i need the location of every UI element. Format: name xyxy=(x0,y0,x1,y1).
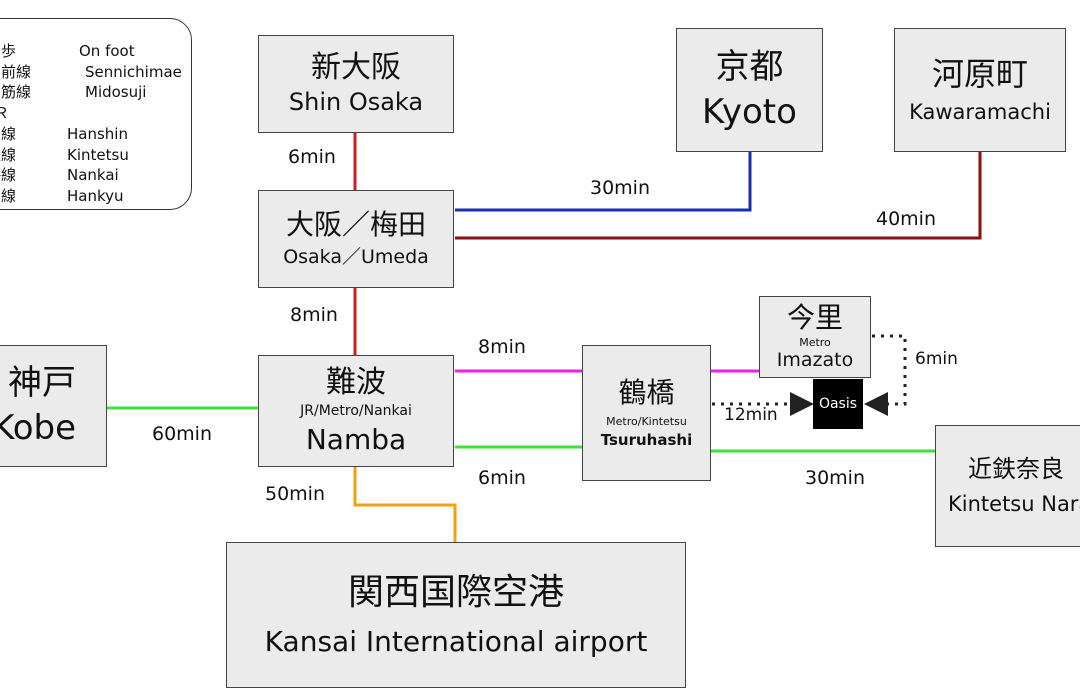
legend-jp: 阪急線 xyxy=(0,187,17,205)
time-tsuruhashi-oasis: 12min xyxy=(724,405,778,425)
time-kobe-namba: 60min xyxy=(152,423,213,445)
station-name-en: Osaka／Umeda xyxy=(283,246,429,269)
station-name-en: Kansai International airport xyxy=(264,624,648,658)
station-name-jp: 今里 xyxy=(786,301,843,335)
station-lines: JR/Metro/Nankai xyxy=(300,403,412,420)
station-name-jp: 河原町 xyxy=(931,54,1028,93)
time-namba-tsuruhashi-kintetsu: 6min xyxy=(478,467,526,489)
station-kobe: 神戸 Kobe xyxy=(0,345,107,467)
station-name-en: Kobe xyxy=(0,408,76,448)
station-name-en: Namba xyxy=(305,423,407,457)
station-name-en: Kyoto xyxy=(702,92,797,132)
legend-en: Sennichimae xyxy=(85,63,182,81)
time-namba-tsuruhashi-metro: 8min xyxy=(478,336,526,358)
legend-jp: 阪神線 xyxy=(0,125,17,143)
legend-jp: 南海線 xyxy=(0,166,17,184)
line-umeda-kyoto xyxy=(455,151,752,212)
station-name-en: Kintetsu Nara xyxy=(948,491,1080,516)
station-name-jp: 京都 xyxy=(715,46,784,87)
station-umeda: 大阪／梅田 Osaka／Umeda xyxy=(258,190,454,288)
station-lines: Metro/Kintetsu xyxy=(606,414,687,428)
station-name-en: Tsuruhashi xyxy=(600,431,693,450)
time-umeda-kawaramachi: 40min xyxy=(876,208,937,230)
time-umeda-namba: 8min xyxy=(290,304,338,326)
legend-en: On foot xyxy=(79,42,135,60)
station-name-en: Imazato xyxy=(776,348,854,371)
station-namba: 難波 JR/Metro/Nankai Namba xyxy=(258,355,454,467)
time-shin-osaka-umeda: 6min xyxy=(288,146,336,168)
station-name-en: Shin Osaka xyxy=(288,88,424,117)
oasis-marker: Oasis xyxy=(813,379,863,429)
station-kansai-airport: 関西国際空港 Kansai International airport xyxy=(226,542,686,688)
legend: 徒 歩 On foot 千日前線 Sennichimae 御堂筋線 Midosu… xyxy=(0,18,192,210)
legend-jp: 千日前線 xyxy=(0,63,32,81)
legend-jp: ＪＲ xyxy=(0,104,10,122)
station-name-jp: 大阪／梅田 xyxy=(285,207,426,241)
station-lines: Metro xyxy=(799,335,831,349)
line-umeda-kawaramachi xyxy=(455,151,982,240)
legend-en: Hanshin xyxy=(67,125,128,143)
station-name-jp: 鶴橋 xyxy=(618,375,675,409)
walk-imazato-oasis xyxy=(864,334,907,416)
legend-en: Kintetsu xyxy=(67,146,129,164)
station-tsuruhashi: 鶴橋 Metro/Kintetsu Tsuruhashi xyxy=(582,345,711,481)
station-name-jp: 神戸 xyxy=(8,362,76,403)
time-umeda-kyoto: 30min xyxy=(590,177,651,199)
station-name-en: Kawaramachi xyxy=(909,100,1051,125)
line-namba-kansai xyxy=(353,467,457,542)
legend-en: Nankai xyxy=(67,166,119,184)
time-imazato-oasis: 6min xyxy=(915,349,958,369)
station-name-jp: 新大阪 xyxy=(311,49,401,85)
station-kyoto: 京都 Kyoto xyxy=(676,28,823,152)
station-kawaramachi: 河原町 Kawaramachi xyxy=(894,28,1066,152)
station-name-jp: 関西国際空港 xyxy=(347,572,564,614)
legend-jp: 御堂筋線 xyxy=(0,83,32,101)
legend-en: Hankyu xyxy=(67,187,124,205)
station-name-jp: 難波 xyxy=(326,364,386,400)
legend-en: Midosuji xyxy=(85,83,147,101)
station-imazato: 今里 Metro Imazato xyxy=(759,296,871,378)
time-tsuruhashi-nara: 30min xyxy=(805,467,866,489)
station-shin-osaka: 新大阪 Shin Osaka xyxy=(258,35,454,133)
legend-jp: 近鉄線 xyxy=(0,146,17,164)
legend-jp: 徒 歩 xyxy=(0,42,17,60)
station-name-jp: 近鉄奈良 xyxy=(968,455,1064,484)
time-namba-kansai: 50min xyxy=(265,483,326,505)
station-kintetsu-nara: 近鉄奈良 Kintetsu Nara xyxy=(935,425,1080,547)
